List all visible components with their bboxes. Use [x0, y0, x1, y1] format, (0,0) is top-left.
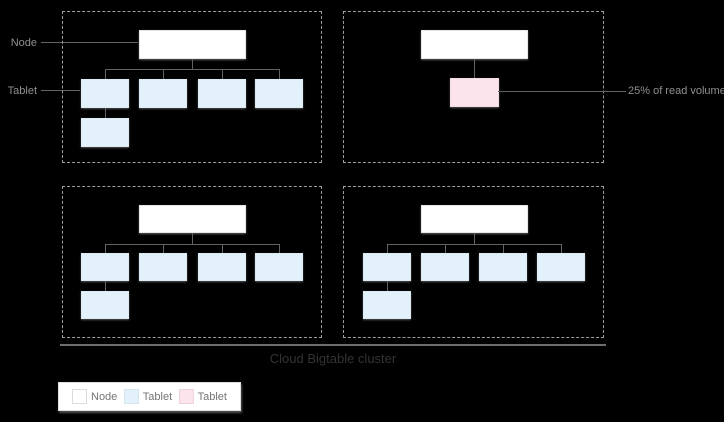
tree-connector: [387, 244, 562, 245]
tablet-box: [363, 291, 411, 319]
tree-connector: [105, 69, 280, 70]
tree-connector: [474, 233, 475, 244]
tablet-box: [363, 253, 411, 281]
tablet-box: [198, 253, 246, 281]
tablet-box: [81, 118, 129, 147]
tablet-swatch: [123, 389, 139, 404]
tablet-box: [198, 79, 246, 108]
tree-connector: [279, 69, 280, 79]
node-group-3: [62, 186, 322, 338]
tablet-pointer-label: Tablet: [7, 85, 37, 97]
tablet-box: [421, 253, 469, 281]
tree-connector: [105, 281, 106, 291]
node-box: [421, 205, 528, 233]
tablet-box: [255, 79, 303, 108]
tablet-box: [139, 79, 187, 108]
legend-item-tablet: Tablet: [123, 389, 173, 404]
cluster-caption: Cloud Bigtable cluster: [269, 351, 397, 366]
legend-item-node: Node: [72, 389, 117, 404]
tree-connector: [163, 69, 164, 79]
legend: Node Tablet Tablet: [58, 382, 241, 411]
legend-label: Tablet: [197, 390, 227, 403]
tree-connector: [105, 69, 106, 79]
node-swatch: [72, 389, 87, 404]
tree-connector: [387, 244, 388, 253]
tree-connector: [192, 233, 193, 244]
tablet-box: [139, 253, 187, 281]
hot-tablet-swatch: [178, 389, 194, 404]
tree-connector: [445, 244, 446, 253]
tablet-box: [81, 253, 129, 281]
node-box: [139, 205, 246, 233]
cluster-underline: [60, 344, 606, 346]
tree-connector: [222, 69, 223, 79]
tree-connector: [222, 244, 223, 253]
node-pointer-line: [41, 42, 138, 43]
tree-connector: [387, 281, 388, 291]
annotation-line: [498, 91, 626, 92]
tree-connector: [474, 59, 475, 78]
tree-connector: [279, 244, 280, 253]
tree-connector: [105, 244, 280, 245]
tablet-box: [81, 79, 129, 108]
tree-connector: [105, 244, 106, 253]
node-group-4: [343, 186, 604, 338]
tree-connector: [192, 59, 193, 69]
node-box: [421, 30, 528, 59]
node-box: [139, 30, 246, 59]
tablet-box: [255, 253, 303, 281]
tablet-box: [81, 291, 129, 319]
legend-item-hot-tablet: Tablet: [178, 389, 227, 404]
legend-label: Tablet: [142, 390, 173, 403]
hot-tablet-box: [450, 78, 499, 107]
legend-label: Node: [91, 390, 118, 403]
tablet-box: [537, 253, 585, 281]
read-volume-annotation: 25% of read volume: [628, 85, 724, 97]
node-pointer-label: Node: [10, 37, 37, 49]
tree-connector: [105, 108, 106, 118]
tree-connector: [163, 244, 164, 253]
tablet-box: [479, 253, 527, 281]
tree-connector: [503, 244, 504, 253]
tree-connector: [561, 244, 562, 253]
tablet-pointer-line: [41, 90, 80, 91]
node-group-2: [343, 11, 604, 163]
node-group-1: [62, 11, 322, 163]
